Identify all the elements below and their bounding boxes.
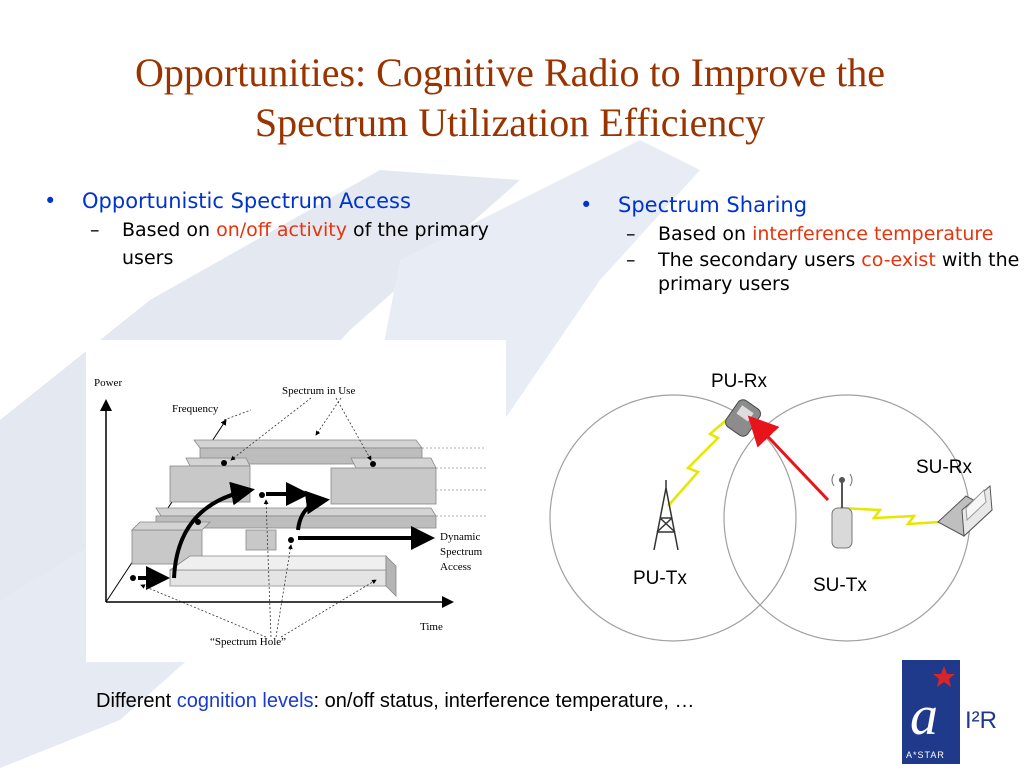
brand-text: A*STAR: [906, 750, 945, 760]
spectrum-hole-label: “Spectrum Hole”: [210, 636, 286, 648]
title-line-2: Spectrum Utilization Efficiency: [254, 100, 766, 145]
sub-bullet-marker: –: [626, 223, 636, 245]
bullet-marker: •: [580, 193, 593, 217]
spectrum-in-use-label: Spectrum in Use: [282, 385, 355, 397]
highlight-interference-temperature: interference temperature: [752, 223, 994, 245]
bullet-heading: Opportunistic Spectrum Access: [82, 189, 411, 213]
dynamic-spectrum-access-diagram: Power Frequency Spectrum in Use Dynamic …: [86, 340, 506, 662]
sub-bullet-marker: –: [626, 249, 636, 271]
spectrum-sharing-bullet: • Spectrum Sharing – Based on interferen…: [580, 190, 1020, 296]
star-icon: [933, 666, 955, 687]
bullet-marker: •: [44, 189, 57, 213]
sub-text-pre: Based on: [658, 223, 753, 245]
power-label: Power: [94, 377, 122, 389]
highlight-co-exist: co-exist: [861, 249, 936, 271]
su-rx-laptop-icon: [937, 484, 993, 538]
sub-text-post: with the primary users: [658, 249, 1020, 295]
pu-tx-label: PU-Tx: [633, 568, 687, 589]
bottom-caption: Different cognition levels: on/off statu…: [96, 690, 694, 713]
caption-pre: Different: [96, 690, 177, 712]
highlight-cognition-levels: cognition levels: [176, 690, 314, 712]
pu-coverage-circle: [549, 394, 797, 642]
pu-link-icon: [667, 409, 739, 507]
su-tx-label: SU-Tx: [813, 575, 867, 596]
title-line-1: Opportunities: Cognitive Radio to Improv…: [135, 50, 885, 95]
sub-bullet-marker: –: [90, 219, 100, 241]
sub-text-pre: Based on: [122, 219, 217, 241]
slide-title: Opportunities: Cognitive Radio to Improv…: [40, 48, 980, 148]
su-rx-label: SU-Rx: [916, 457, 972, 478]
unit-text: I²R: [965, 707, 997, 734]
svg-text:a: a: [910, 685, 938, 747]
pu-tx-tower-icon: [653, 480, 679, 551]
astar-i2r-logo: a A*STAR I²R: [902, 660, 1020, 766]
sub-bullet-text: Based on on/off activity of the primary …: [122, 216, 524, 272]
sub-bullet-text: Based on interference temperature: [658, 222, 993, 246]
pu-rx-label: PU-Rx: [711, 371, 767, 392]
frequency-label: Frequency: [172, 403, 219, 415]
su-tx-access-point-icon: [831, 473, 853, 549]
spectrum-sharing-diagram: PU-Rx SU-Rx PU-Tx SU-Tx: [540, 360, 1020, 680]
interference-arrow: [747, 415, 830, 502]
sub-text-pre: The secondary users: [658, 249, 862, 271]
bullet-heading: Spectrum Sharing: [618, 193, 808, 217]
sub-text-post: of the primary users: [122, 219, 489, 269]
dynamic-label-1: Dynamic: [440, 531, 480, 543]
time-label: Time: [420, 621, 443, 633]
su-link-icon: [839, 506, 941, 526]
dynamic-label-2: Spectrum: [440, 546, 483, 558]
caption-post: : on/off status, interference temperatur…: [313, 690, 695, 712]
pu-rx-phone-icon: [725, 399, 761, 437]
dynamic-label-3: Access: [440, 561, 471, 573]
highlight-on-off-activity: on/off activity: [216, 219, 347, 241]
opportunistic-access-bullet: • Opportunistic Spectrum Access – Based …: [44, 186, 524, 272]
sub-bullet-text: The secondary users co-exist with the pr…: [658, 248, 1020, 296]
